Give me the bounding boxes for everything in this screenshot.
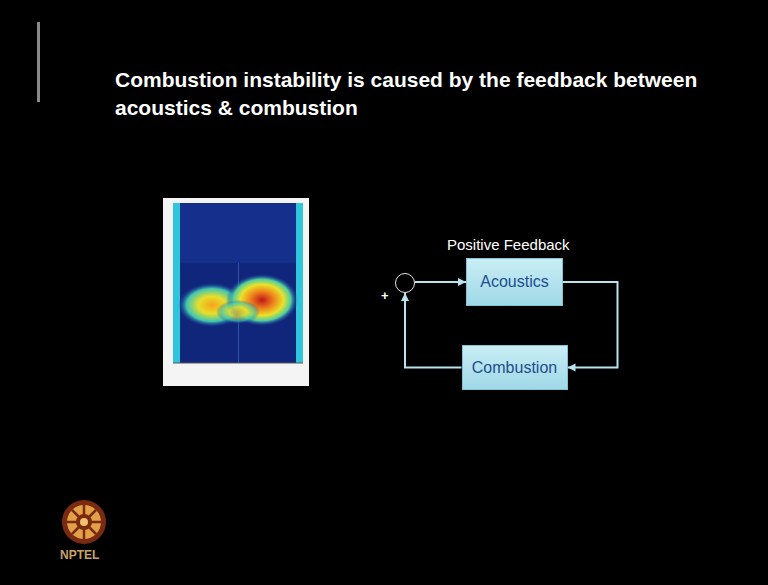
box-label: Acoustics <box>480 273 548 291</box>
heatmap-edge <box>296 203 303 363</box>
flame-blob <box>216 300 260 324</box>
heatmap-frame <box>163 198 309 386</box>
feedback-connector <box>405 293 462 368</box>
accent-bar <box>37 22 40 102</box>
feedback-connector <box>563 282 618 368</box>
sign-label: + <box>381 288 389 303</box>
summing-junction: + <box>395 273 415 293</box>
axis-line <box>173 363 303 364</box>
process-box: Acoustics <box>466 258 563 306</box>
slide-title: Combustion instability is caused by the … <box>115 66 715 122</box>
logo-text: NPTEL <box>60 548 99 562</box>
nptel-logo <box>62 500 106 544</box>
heatmap-edge <box>173 203 180 363</box>
process-box: Combustion <box>462 345 568 390</box>
heatmap-plot <box>173 203 303 363</box>
feedback-connector <box>415 281 466 283</box>
heatmap-band <box>180 203 296 263</box>
diagram-caption: Positive Feedback <box>447 236 570 253</box>
box-label: Combustion <box>472 359 557 377</box>
